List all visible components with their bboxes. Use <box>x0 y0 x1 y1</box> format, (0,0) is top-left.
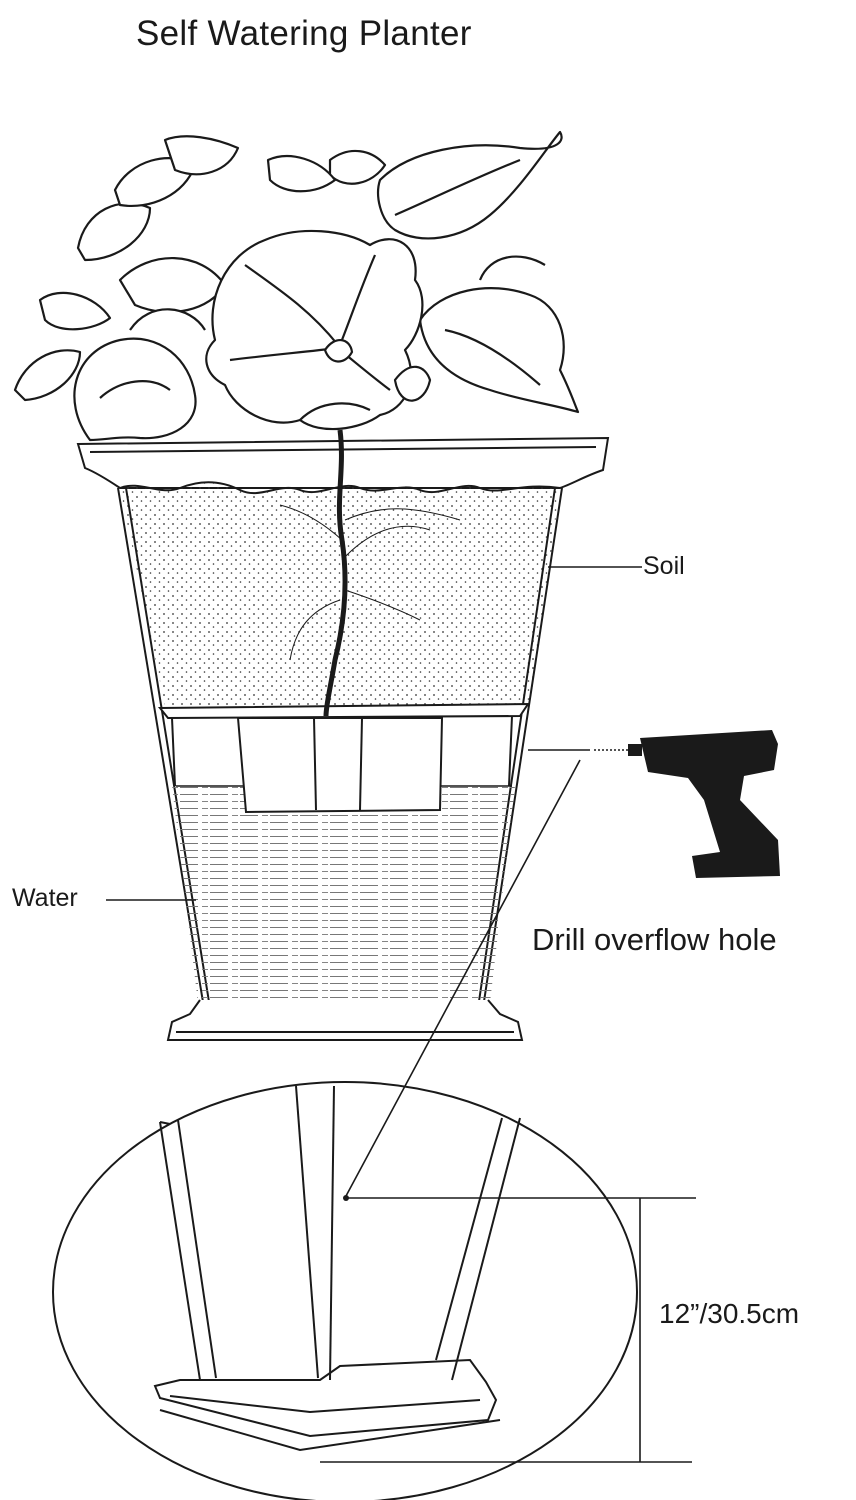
drill-leader <box>345 759 581 1197</box>
page-title: Self Watering Planter <box>136 14 472 53</box>
dimension-label: 12”/30.5cm <box>659 1298 800 1329</box>
drill-label: Drill overflow hole <box>532 922 777 957</box>
cordless-drill-icon <box>628 730 780 878</box>
magnified-planter-base <box>52 1081 638 1500</box>
soil-label: Soil <box>643 552 685 580</box>
callout-lines <box>106 566 696 1463</box>
water-label: Water <box>12 884 78 912</box>
plant-illustration <box>13 130 580 442</box>
planter-pot <box>76 429 628 1041</box>
